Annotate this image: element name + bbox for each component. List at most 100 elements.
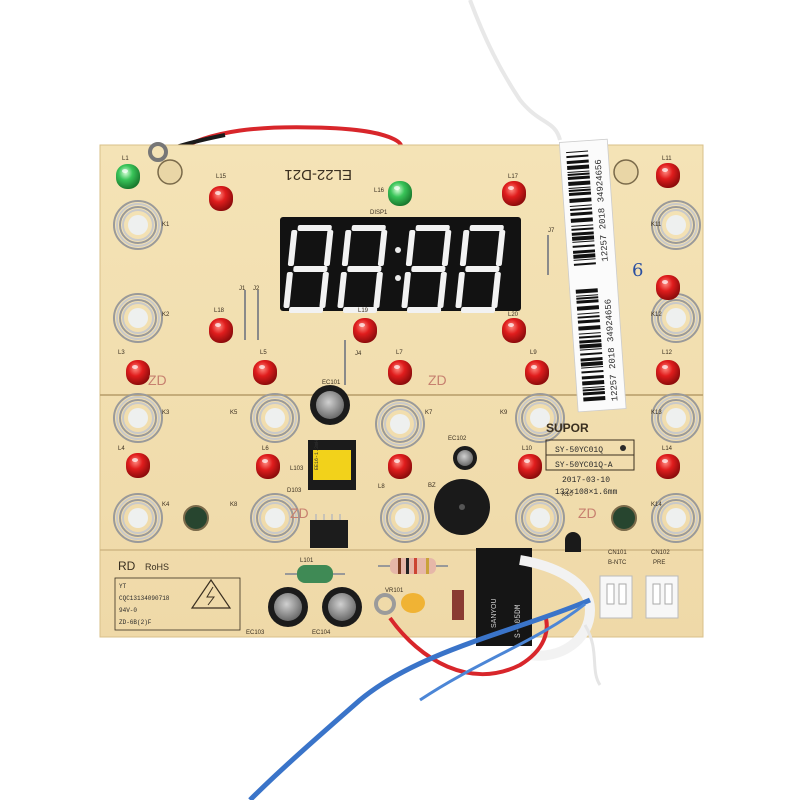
ring-terminal	[148, 142, 168, 162]
key-label: K13	[651, 410, 662, 416]
transformer: EE16-1.3mH	[308, 440, 356, 490]
coil-key	[113, 493, 163, 543]
led	[253, 360, 277, 385]
seven-segment-display	[280, 217, 521, 313]
led-label: L4	[118, 446, 125, 452]
led-label: L8	[378, 484, 385, 490]
coil-key	[113, 293, 163, 343]
label-l103: L103	[290, 466, 304, 472]
handwritten-mark: 6	[632, 260, 643, 281]
key-label: K9	[500, 410, 508, 416]
blue-wire	[248, 597, 591, 800]
spec-line-2: SY-50YC01Q-A	[555, 461, 613, 470]
coil-key	[375, 399, 425, 449]
connector-cn101	[599, 575, 633, 619]
resistor	[378, 558, 448, 574]
key-label: K10	[562, 492, 573, 498]
zd-mark-3: ZD	[290, 505, 309, 521]
key-label: K11	[651, 222, 662, 228]
led	[116, 164, 140, 189]
label-ec104: EC104	[312, 630, 331, 636]
coil-key	[113, 393, 163, 443]
spec-line-3: 2017-03-10	[562, 476, 610, 485]
led-label: L16	[374, 188, 385, 194]
white-wire-top	[468, 0, 562, 141]
led-label: L17	[508, 174, 519, 180]
led	[388, 454, 412, 479]
key-label: K1	[162, 222, 170, 228]
label-j2: J2	[253, 286, 260, 292]
barcode-sticker: 12257 2018 34924656 12257 2018 34924656	[558, 138, 627, 413]
coil-key	[651, 393, 701, 443]
led	[126, 453, 150, 478]
transistor	[565, 532, 581, 552]
cn101-ref: CN101	[608, 550, 627, 556]
led-label: L6	[262, 446, 269, 452]
ring-terminal-2	[374, 593, 396, 615]
rohs-label: RoHS	[145, 562, 169, 572]
led	[209, 318, 233, 343]
led	[502, 318, 526, 343]
blue-wire-2	[419, 602, 586, 702]
cert-line-4: ZD-6B(2)F	[119, 619, 152, 626]
led	[126, 360, 150, 385]
zd-mark-1: ZD	[148, 372, 167, 388]
label-j1: J1	[239, 286, 246, 292]
label-vr101: VR101	[385, 588, 404, 594]
capacitor-ec102	[453, 446, 477, 470]
coil-key	[380, 493, 430, 543]
key-label: K3	[162, 410, 170, 416]
led	[388, 360, 412, 385]
zd-mark-4: ZD	[578, 505, 597, 521]
key-label: K8	[230, 502, 238, 508]
led	[656, 163, 680, 188]
coil-key	[651, 493, 701, 543]
transformer-label: EE16-1.3mH	[314, 440, 320, 470]
zd-mark-2: ZD	[428, 372, 447, 388]
cn102-name: PRE	[653, 560, 665, 566]
led-label: L3	[118, 350, 125, 356]
inductor-l101	[285, 565, 345, 583]
spec-line-4: 132×108×1.6mm	[555, 488, 618, 497]
white-wire-bottom	[583, 624, 602, 686]
led	[656, 454, 680, 479]
coil-key	[250, 493, 300, 543]
led-label: L20	[508, 312, 519, 318]
cn102-ref: CN102	[651, 550, 670, 556]
label-l101: L101	[300, 558, 314, 564]
cert-line-3: 94V-0	[119, 607, 137, 614]
capacitor-ec104	[322, 587, 362, 627]
coil-key	[515, 393, 565, 443]
cert-box	[114, 577, 241, 631]
buzzer	[434, 479, 490, 535]
key-label: K12	[651, 312, 662, 318]
display-digit	[455, 225, 506, 313]
label-j4: J4	[355, 351, 362, 357]
coil-key	[250, 393, 300, 443]
ic-chip	[310, 520, 348, 548]
relay-brand: SANYOU	[491, 598, 498, 628]
high-voltage-warning-icon	[190, 578, 232, 609]
led	[525, 360, 549, 385]
capacitor-ec101	[310, 385, 350, 425]
label-d103: D103	[287, 488, 302, 494]
led-label: L1	[122, 156, 129, 162]
red-wire-bottom	[388, 614, 549, 677]
led-label: L19	[358, 308, 369, 314]
mount-hole	[183, 505, 209, 531]
label-ec101: EC101	[322, 380, 341, 386]
varistor	[401, 593, 425, 613]
cert-line-2: CQC13134090718	[119, 595, 170, 602]
spec-line-1: SY-50YC01Q	[555, 446, 603, 455]
led-label: L7	[396, 350, 403, 356]
mount-hole	[157, 159, 183, 185]
led	[518, 454, 542, 479]
led-label: L18	[214, 308, 225, 314]
fuse	[452, 590, 464, 620]
mount-hole	[613, 159, 639, 185]
led-label: L9	[530, 350, 537, 356]
led-label: L10	[522, 446, 533, 452]
label-j7: J7	[548, 228, 555, 234]
display-label: DISP1	[370, 210, 388, 216]
led-label: L14	[662, 446, 673, 452]
